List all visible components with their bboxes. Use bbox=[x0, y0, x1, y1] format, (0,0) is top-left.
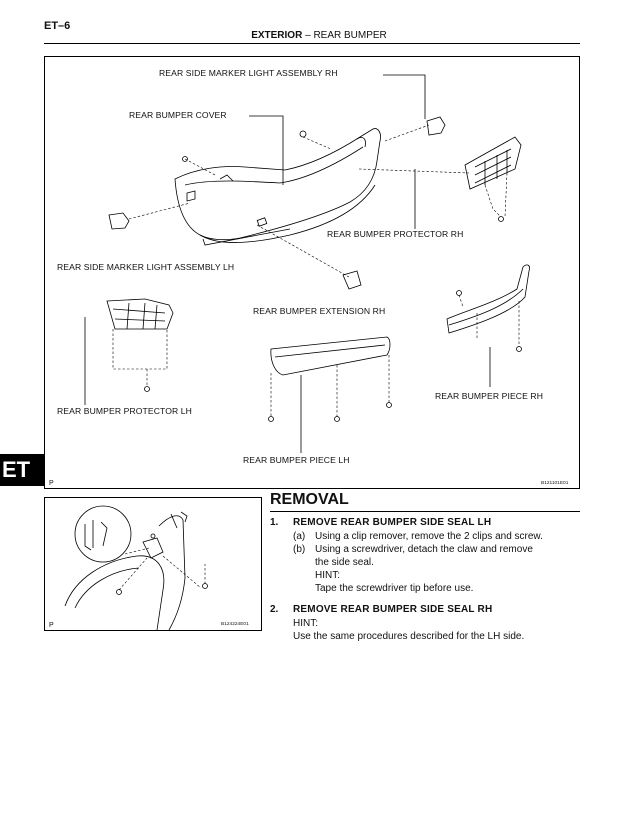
label-piece-lh: REAR BUMPER PIECE LH bbox=[243, 455, 350, 465]
step-1b-mark: (b) bbox=[293, 544, 306, 555]
detail-corner-mark: P bbox=[49, 622, 54, 629]
title-separator: – bbox=[305, 30, 311, 41]
label-bumper-cover: REAR BUMPER COVER bbox=[129, 110, 227, 120]
step-1-hint-text: Tape the screwdriver tip before use. bbox=[315, 583, 474, 594]
label-protector-rh: REAR BUMPER PROTECTOR RH bbox=[327, 229, 464, 239]
section-title: EXTERIOR bbox=[251, 30, 303, 41]
step-1-number: 1. bbox=[270, 517, 279, 528]
figure-code: B121101E01 bbox=[541, 481, 569, 486]
step-2-title: REMOVE REAR BUMPER SIDE SEAL RH bbox=[293, 604, 493, 615]
header-rule bbox=[44, 43, 580, 44]
exploded-diagram-drawing bbox=[84, 74, 530, 453]
step-1-hint-label: HINT: bbox=[315, 570, 340, 581]
label-piece-rh: REAR BUMPER PIECE RH bbox=[435, 391, 544, 401]
page-title: EXTERIOR – REAR BUMPER bbox=[0, 30, 638, 41]
label-protector-lh: REAR BUMPER PROTECTOR LH bbox=[57, 406, 192, 416]
detail-figure-code: B124224E01 bbox=[221, 622, 249, 627]
exploded-diagram: REAR SIDE MARKER LIGHT ASSEMBLY RH REAR … bbox=[44, 56, 580, 489]
step-2-number: 2. bbox=[270, 604, 279, 615]
step-1b-text-continued: the side seal. bbox=[315, 557, 374, 568]
step-2-hint-label: HINT: bbox=[293, 618, 318, 629]
step-1-title: REMOVE REAR BUMPER SIDE SEAL LH bbox=[293, 517, 492, 528]
label-marker-light-rh: REAR SIDE MARKER LIGHT ASSEMBLY RH bbox=[159, 68, 338, 78]
section-heading: REMOVAL bbox=[270, 491, 349, 508]
side-seal-detail-drawing bbox=[64, 505, 208, 631]
step-1a-text: Using a clip remover, remove the 2 clips… bbox=[315, 531, 543, 542]
label-marker-light-lh: REAR SIDE MARKER LIGHT ASSEMBLY LH bbox=[57, 262, 235, 272]
figure-corner-mark: P bbox=[49, 480, 54, 487]
page-id: ET–6 bbox=[44, 20, 71, 32]
subsection-title: REAR BUMPER bbox=[313, 30, 387, 41]
step-2-hint-text: Use the same procedures described for th… bbox=[293, 631, 525, 642]
step-1a-mark: (a) bbox=[293, 531, 306, 542]
heading-rule bbox=[270, 511, 580, 512]
side-seal-detail-figure: P B124224E01 bbox=[44, 497, 262, 631]
label-extension-rh: REAR BUMPER EXTENSION RH bbox=[253, 306, 386, 316]
section-tab: ET bbox=[0, 454, 44, 486]
step-1b-text: Using a screwdriver, detach the claw and… bbox=[315, 544, 533, 555]
